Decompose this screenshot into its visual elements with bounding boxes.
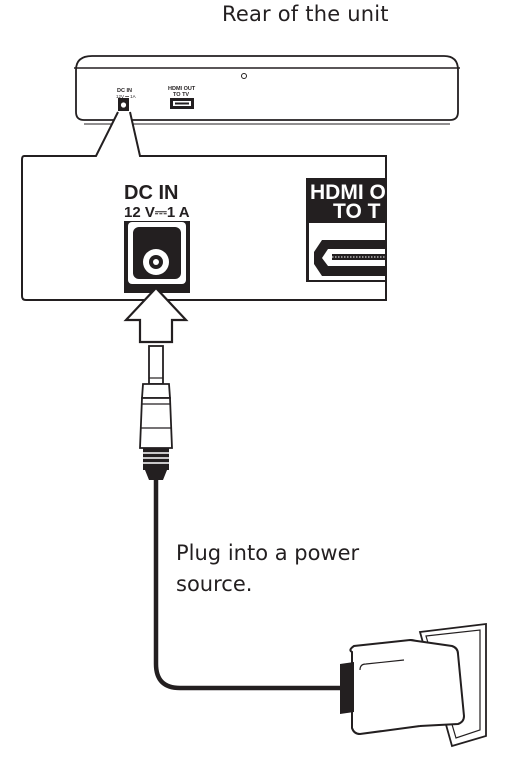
hdmi-label-line1: HDMI O <box>310 181 386 204</box>
small-hdmi-sub: TO TV <box>173 92 189 98</box>
plug-caption-line1: Plug into a power <box>176 541 360 565</box>
insert-arrow-icon <box>123 286 189 344</box>
small-dc-rating: 12V ⎓ 1A <box>116 94 136 99</box>
dc-rating-label: 12 V⎓1 A <box>124 204 190 221</box>
small-dc-label: DC IN <box>117 88 132 94</box>
zoom-panel: DC IN 12 V⎓1 A HDMI O TO T <box>124 156 509 306</box>
rear-of-unit-caption: Rear of the unit <box>222 2 389 26</box>
hdmi-label-line2: TO T <box>333 200 381 223</box>
dc-in-label: DC IN <box>124 182 178 204</box>
callout-lines <box>21 111 387 301</box>
plug-caption-line2: source. <box>176 572 253 596</box>
plug-into-power-caption: Plug into a power source. <box>176 538 359 600</box>
power-cable <box>153 480 340 691</box>
small-hdmi-label: HDMI OUT <box>168 86 196 92</box>
wall-adapter-icon <box>340 622 487 748</box>
dc-plug-icon <box>139 345 173 480</box>
player-rear-panel: DC IN 12V ⎓ 1A HDMI OUT TO TV <box>74 55 460 125</box>
